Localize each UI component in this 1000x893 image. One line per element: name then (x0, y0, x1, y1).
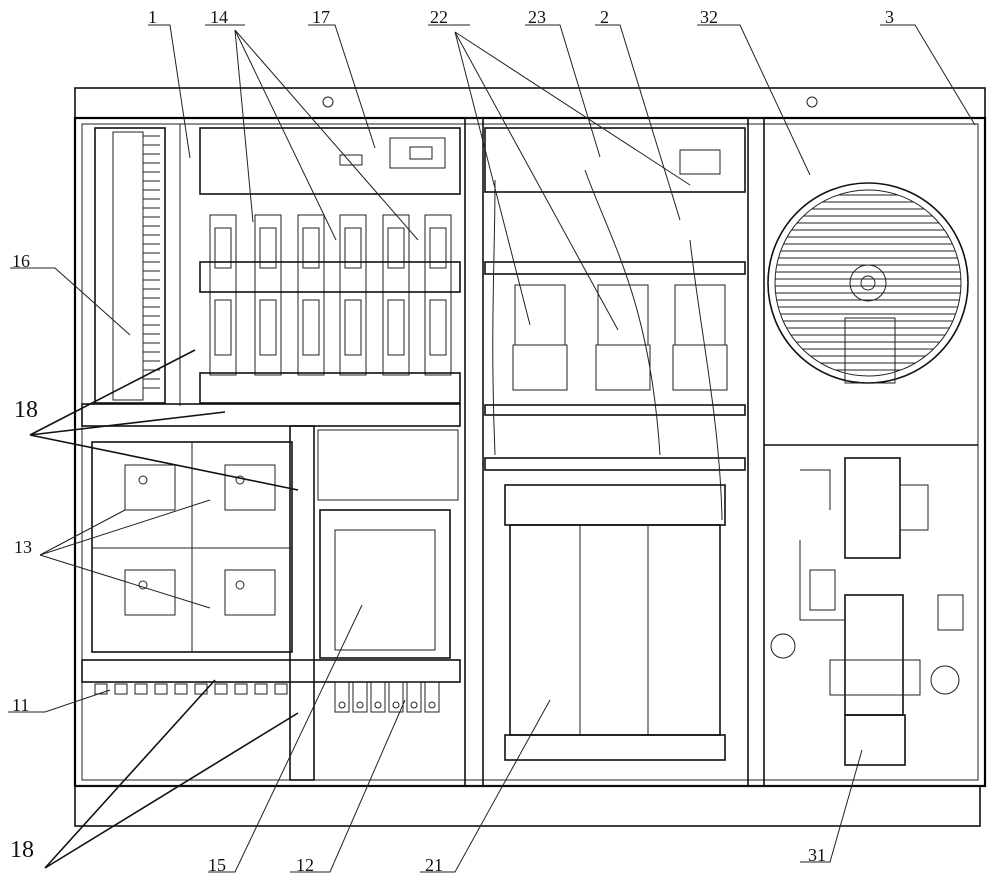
label-16: 16 (12, 251, 30, 271)
label-3: 3 (885, 7, 894, 27)
igbt-module-bank-14 (199, 127, 461, 404)
label-15: 15 (208, 855, 226, 875)
label-1: 1 (148, 7, 157, 27)
cabinet-frame (73, 87, 987, 827)
middle-cabinet-2 (484, 127, 746, 761)
label-12: 12 (296, 855, 314, 875)
leader-lines (8, 24, 976, 873)
transformer-15 (317, 429, 459, 659)
label-31: 31 (808, 845, 826, 865)
label-11: 11 (12, 695, 30, 715)
terminal-block-12 (334, 681, 440, 713)
label-2: 2 (600, 7, 609, 27)
right-cabinet-3 (764, 182, 978, 766)
label-18-upper: 18 (14, 397, 38, 423)
label-14: 14 (210, 7, 228, 27)
bus-plates-18 (81, 403, 461, 781)
label-13: 13 (14, 537, 32, 557)
capacitor-modules-13 (91, 441, 293, 653)
label-22: 22 (430, 7, 448, 27)
label-32: 32 (700, 7, 718, 27)
label-18-lower: 18 (10, 837, 34, 863)
label-21: 21 (425, 855, 443, 875)
terminal-row-11 (94, 683, 288, 695)
label-17: 17 (312, 7, 330, 27)
section-dividers (179, 117, 765, 787)
fin-strip-16 (94, 127, 166, 404)
label-23: 23 (528, 7, 546, 27)
